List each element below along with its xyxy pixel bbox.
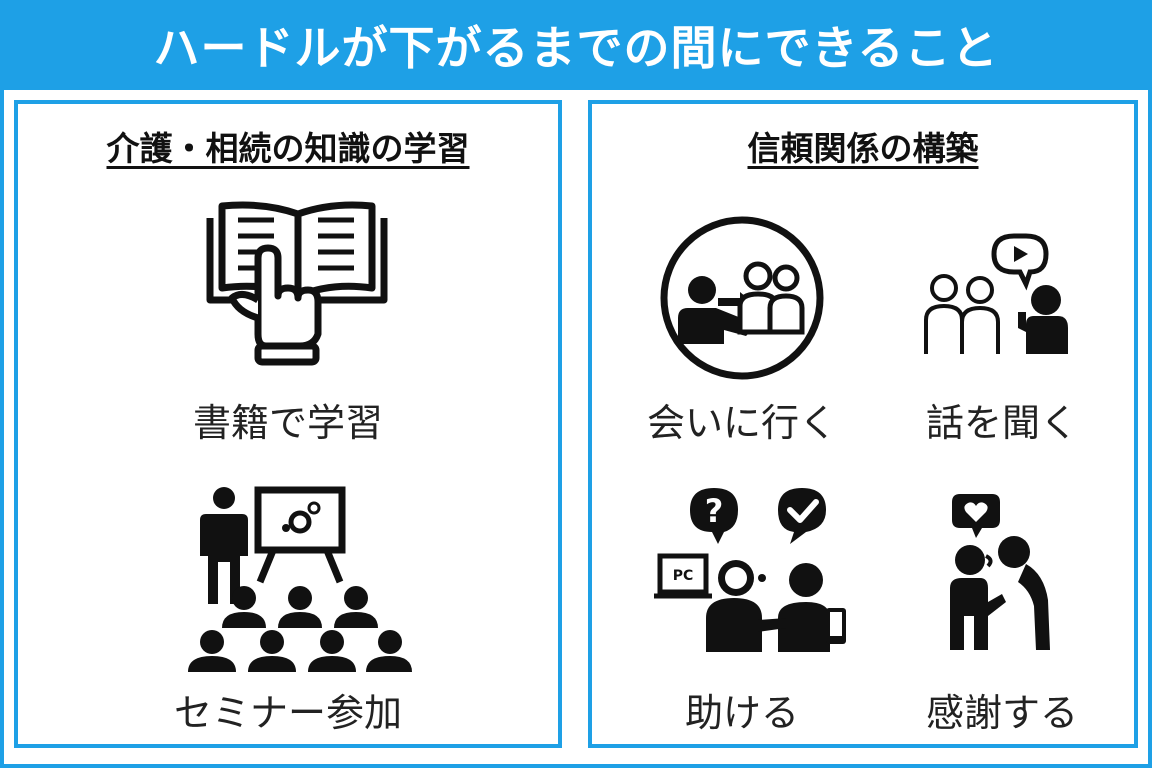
panel-trust-heading: 信頼関係の構築	[747, 129, 979, 168]
listen-speech-icon	[924, 233, 1068, 354]
page-title: ハードルが下がるまでの間にできること	[153, 21, 999, 75]
title-banner: ハードルが下がるまでの間にできること	[0, 0, 1152, 90]
item-label-thank: 感謝する	[925, 691, 1078, 735]
help-question-check-icon: ? PC	[654, 488, 846, 652]
item-label-seminar: セミナー参加	[173, 691, 402, 735]
panel-trust: 信頼関係の構築 会いに行く 話を聞く	[588, 100, 1138, 748]
item-label-help: 助ける	[684, 691, 799, 735]
seminar-presentation-icon	[188, 486, 412, 672]
pc-label: PC	[673, 568, 694, 584]
item-label-visit: 会いに行く	[646, 401, 837, 445]
panel-knowledge: 介護・相続の知識の学習 書籍で学習	[14, 100, 562, 748]
visit-people-icon	[660, 216, 824, 380]
panel-knowledge-heading: 介護・相続の知識の学習	[106, 129, 470, 168]
item-label-listen: 話を聞く	[925, 401, 1078, 445]
item-label-book: 書籍で学習	[192, 401, 383, 445]
thank-heart-bow-icon	[950, 494, 1050, 650]
book-pointing-hand-icon	[206, 201, 388, 366]
svg-text:?: ?	[705, 492, 724, 530]
